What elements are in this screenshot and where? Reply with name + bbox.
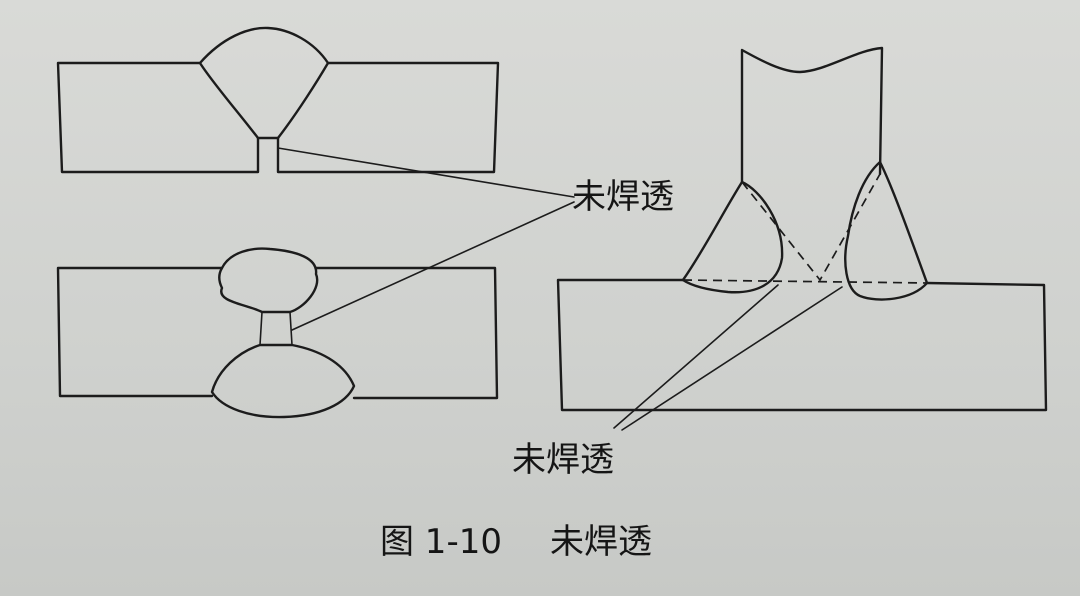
incomplete-penetration-label-upper: 未焊透	[572, 177, 674, 217]
root-gap-1	[257, 137, 279, 173]
leader-line-joint-1	[277, 147, 575, 198]
weld-bead-2-upper	[218, 247, 319, 314]
left-fillet-weld	[681, 180, 784, 294]
t-joint	[556, 46, 1048, 412]
leader-line-left-fillet	[613, 284, 779, 429]
weld-bead-2-lower	[210, 343, 356, 419]
figure-caption: 图 1-10 未焊透	[380, 525, 652, 559]
figure-number: 图 1-10	[380, 522, 502, 562]
lower-label-leaders	[613, 284, 843, 431]
double-sided-butt-joint	[56, 247, 499, 419]
groove-outline-dashed	[682, 173, 928, 284]
right-plate-1	[276, 61, 500, 174]
upper-label-leaders	[277, 147, 575, 331]
right-fillet-weld	[844, 160, 929, 301]
leader-line-right-fillet	[621, 286, 843, 431]
base-plate	[556, 278, 1048, 412]
incomplete-penetration-label-lower: 未焊透	[512, 440, 614, 480]
left-plate-2	[56, 266, 224, 398]
single-v-butt-joint	[56, 26, 500, 174]
leader-line-joint-2	[291, 201, 575, 331]
left-plate-1	[56, 61, 260, 174]
vertical-member	[740, 46, 884, 184]
root-gap-2	[259, 311, 293, 346]
right-plate-2	[314, 266, 499, 400]
figure-title: 未焊透	[549, 522, 652, 562]
weld-bead-1	[198, 26, 330, 140]
